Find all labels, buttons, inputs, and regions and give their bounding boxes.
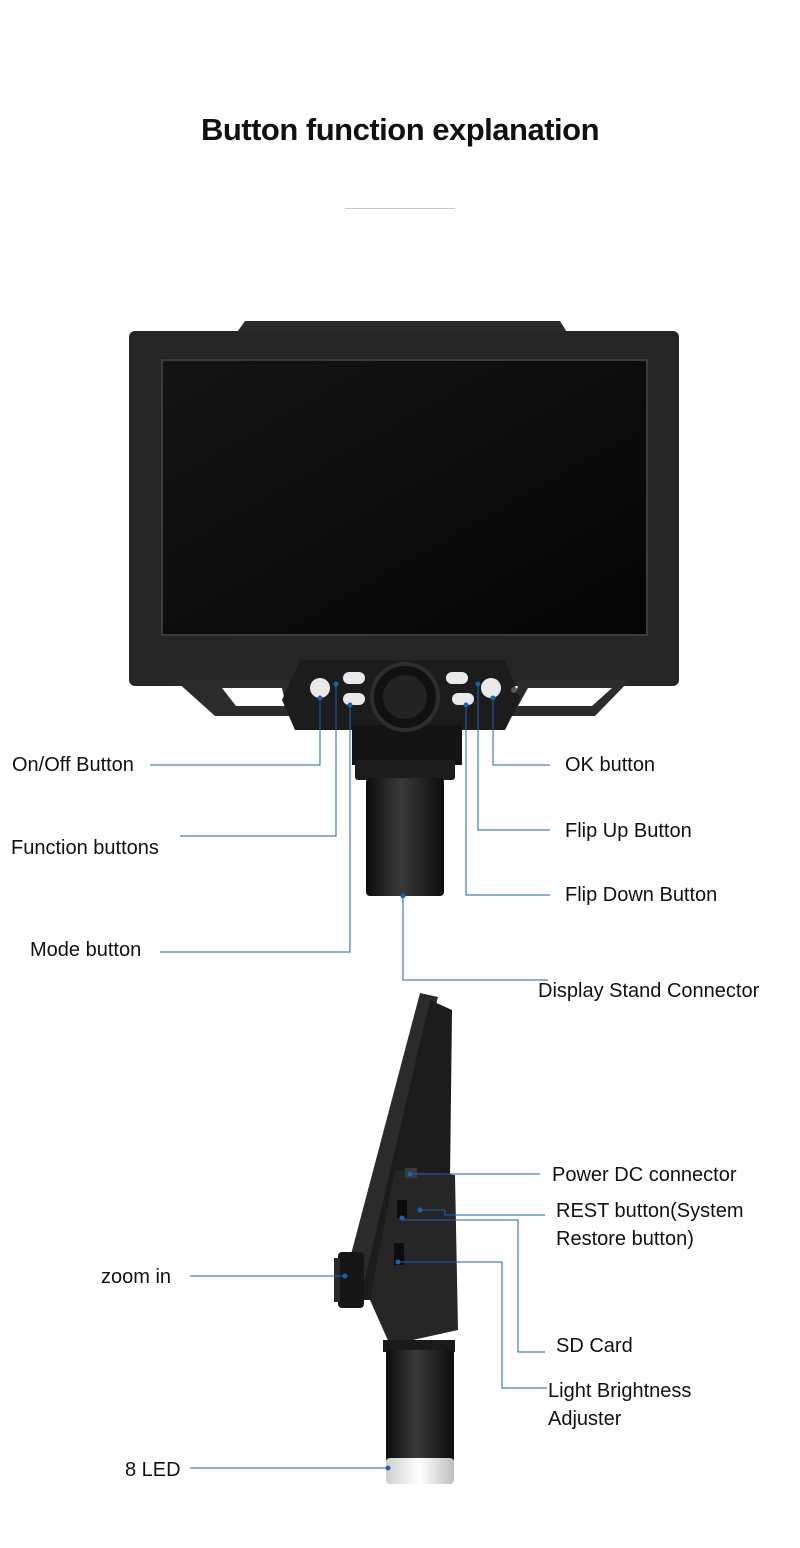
label-rest-line2: Restore button) [556, 1228, 694, 1250]
label-zoom-in: zoom in [101, 1266, 172, 1288]
side-view-device [334, 993, 458, 1484]
mode-button-shape [343, 693, 365, 705]
title-divider [345, 208, 455, 209]
label-brightness-line2: Adjuster [548, 1408, 622, 1430]
label-power-dc: Power DC connector [552, 1164, 737, 1186]
lens-tube [366, 778, 444, 896]
side-zoom-knob [338, 1252, 364, 1308]
callout-lines [150, 684, 550, 1469]
flip-down-button-shape [452, 693, 474, 705]
label-function-buttons: Function buttons [11, 837, 159, 859]
side-lens-tube [386, 1350, 454, 1462]
label-brightness-line1: Light Brightness [548, 1380, 692, 1402]
on-off-button-shape [310, 678, 330, 698]
label-rest-line1: REST button(System [556, 1200, 744, 1222]
label-ok-button: OK button [565, 754, 656, 776]
label-flip-down: Flip Down Button [565, 884, 718, 906]
side-body [370, 1170, 458, 1345]
side-screen-edge [340, 993, 438, 1300]
label-8-led: 8 LED [125, 1459, 181, 1481]
front-view-device [129, 321, 679, 896]
led-ring [386, 1458, 454, 1484]
callout-dots [317, 681, 496, 1471]
label-on-off: On/Off Button [12, 754, 134, 776]
flip-up-button-shape [446, 672, 468, 684]
function-button-shape [343, 672, 365, 684]
ok-button-shape [481, 678, 501, 698]
label-sd-card: SD Card [556, 1335, 633, 1357]
label-flip-up: Flip Up Button [565, 820, 692, 842]
label-mode-button: Mode button [30, 939, 142, 961]
monitor-screen [161, 359, 648, 636]
label-display-stand-connector: Display Stand Connector [538, 980, 760, 1002]
page-title: Button function explanation [200, 112, 600, 147]
